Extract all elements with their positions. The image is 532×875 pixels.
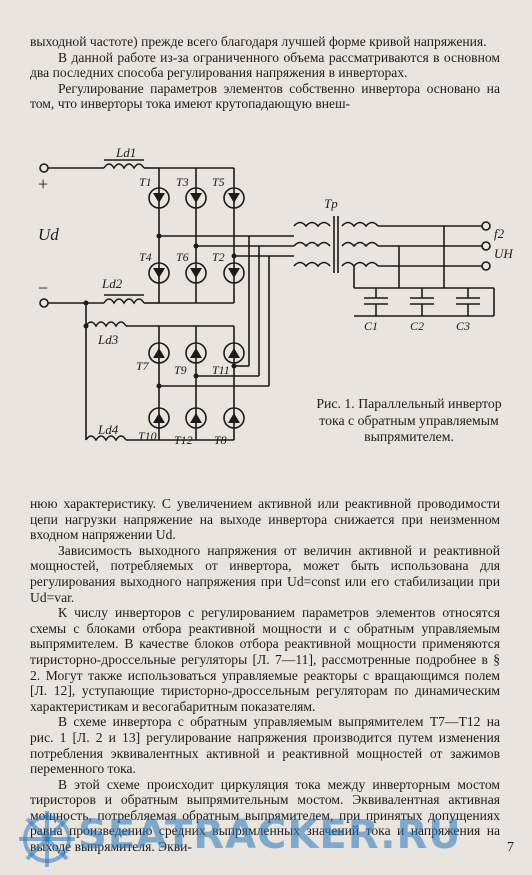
paragraph-6: К числу инверторов с регулированием пара… xyxy=(30,605,500,714)
plus-label: + xyxy=(38,174,48,194)
circuit-figure: + − Ud Ld1 Ld2 Ld3 Ld4 Tp T1 T3 T5 T4 T6… xyxy=(24,145,514,488)
t8-label: T8 xyxy=(214,433,227,447)
t1-label: T1 xyxy=(139,175,152,189)
c1-label: C1 xyxy=(364,319,378,333)
t12-label: T12 xyxy=(174,433,193,447)
paragraph-8: В этой схеме происходит циркуляция тока … xyxy=(30,776,500,855)
ud-label: Ud xyxy=(38,225,59,244)
paragraph-4: нюю характеристику. С увеличением активн… xyxy=(30,496,500,543)
text-block-bottom: нюю характеристику. С увеличением активн… xyxy=(30,496,500,855)
t10-label: T10 xyxy=(138,429,157,443)
ld4-label: Ld4 xyxy=(97,422,119,437)
circuit-diagram: + − Ud Ld1 Ld2 Ld3 Ld4 Tp T1 T3 T5 T4 T6… xyxy=(38,145,513,447)
transformer-label: Tp xyxy=(324,196,338,211)
t4-label: T4 xyxy=(139,250,152,264)
watermark-text: SEATRACKER.RU xyxy=(78,812,462,858)
c2-label: C2 xyxy=(410,319,424,333)
text-block-top: выходной частоте) прежде всего благодаря… xyxy=(30,34,500,112)
watermark-wheel-icon xyxy=(19,811,75,867)
figure-caption: Рис. 1. Параллельный инвертор тока с обр… xyxy=(316,396,502,444)
uh-label: UH xyxy=(494,246,513,261)
c3-label: C3 xyxy=(456,319,470,333)
paragraph-1: выходной частоте) прежде всего благодаря… xyxy=(30,34,487,49)
paragraph-5: Зависимость выходного напряжения от вели… xyxy=(30,542,500,605)
paragraph-2: В данной работе из-за ограниченного объе… xyxy=(30,49,500,81)
t2-label: T2 xyxy=(212,250,225,264)
minus-label: − xyxy=(38,278,48,298)
t5-label: T5 xyxy=(212,175,225,189)
paragraph-7: В схеме инвертора с обратным управляемым… xyxy=(30,714,500,777)
page-number: 7 xyxy=(507,840,514,855)
t3-label: T3 xyxy=(176,175,189,189)
t9-label: T9 xyxy=(174,363,187,377)
t11-label: T11 xyxy=(212,363,230,377)
ld3-label: Ld3 xyxy=(97,332,119,347)
t6-label: T6 xyxy=(176,250,189,264)
paragraph-3: Регулирование параметров элементов собст… xyxy=(30,80,500,112)
f2-label: f2 xyxy=(494,226,505,241)
t7-label: T7 xyxy=(136,359,150,373)
ld2-label: Ld2 xyxy=(101,276,123,291)
ld1-label: Ld1 xyxy=(115,148,136,160)
